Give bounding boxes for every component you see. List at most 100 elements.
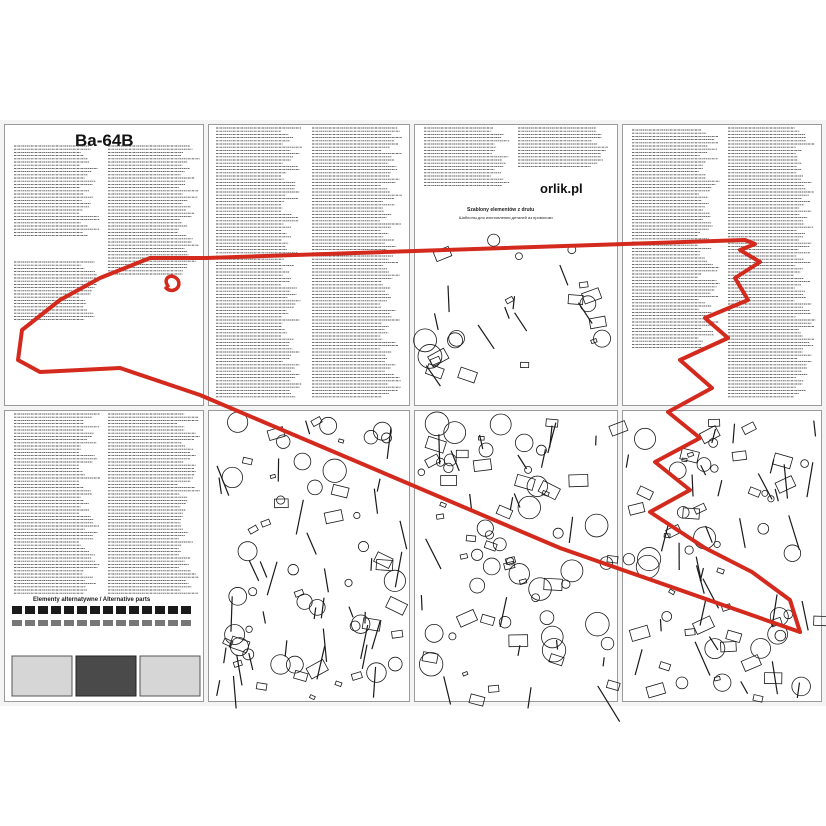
part-sketch — [313, 607, 317, 620]
brand-label: orlik.pl — [540, 181, 583, 196]
alt-part-swatch — [103, 606, 113, 614]
part-sketch — [679, 447, 700, 464]
alternative-parts-heading: Elementy alternatywne / Alternative part… — [33, 597, 151, 603]
part-sketch — [524, 465, 533, 474]
part-sketch — [330, 483, 350, 499]
part-sketch — [581, 287, 603, 305]
part-sketch — [699, 599, 707, 626]
part-sketch — [361, 644, 368, 669]
part-sketch — [323, 568, 329, 593]
page-2 — [208, 124, 410, 406]
part-sketch — [465, 534, 477, 543]
part-sketch — [461, 671, 469, 677]
part-sketch — [479, 434, 484, 450]
part-sketch — [625, 454, 630, 468]
part-sketch — [487, 684, 500, 693]
part-sketch — [385, 595, 409, 616]
part-sketch — [708, 438, 719, 448]
part-sketch — [645, 682, 667, 699]
part-sketch — [659, 619, 662, 632]
part-sketch — [245, 625, 253, 633]
part-sketch — [628, 624, 651, 642]
part-sketch — [661, 611, 673, 622]
part-sketch — [457, 366, 478, 384]
part-sketch — [259, 561, 268, 578]
part-sketch — [634, 649, 643, 676]
part-sketch — [370, 558, 373, 571]
part-sketch — [608, 420, 629, 437]
part-sketch — [383, 569, 406, 592]
part-sketch — [443, 462, 454, 474]
part-sketch — [425, 538, 442, 570]
part-sketch — [440, 475, 457, 486]
part-sketch — [800, 459, 809, 468]
part-sketch — [698, 425, 721, 445]
part-sketch — [757, 473, 773, 500]
part-sketch — [675, 676, 689, 690]
part-sketch — [547, 422, 557, 454]
part-sketch — [230, 596, 233, 632]
part-sketch — [771, 452, 794, 470]
part-sketch — [305, 420, 311, 435]
part-sketch — [357, 541, 369, 552]
part-sketch — [276, 434, 291, 449]
red-stroke-loop — [164, 274, 181, 293]
part-sketch — [361, 617, 382, 632]
part-sketch — [696, 457, 712, 472]
part-sketch — [221, 466, 243, 489]
part-sketch — [484, 530, 494, 540]
alt-part-swatch — [181, 620, 191, 626]
part-sketch — [684, 628, 696, 637]
part-sketch — [527, 687, 532, 709]
part-sketch — [350, 671, 363, 681]
part-sketch — [509, 497, 514, 511]
part-sketch — [478, 442, 494, 458]
part-sketch — [334, 680, 343, 688]
part-sketch — [371, 620, 381, 650]
part-sketch — [248, 652, 254, 671]
part-sketch — [436, 457, 445, 467]
part-sketch — [508, 563, 530, 585]
part-sketch — [515, 252, 523, 261]
part-sketch — [514, 312, 528, 332]
part-sketch — [424, 435, 447, 454]
part-sketch — [363, 430, 379, 445]
part-sketch — [477, 324, 495, 350]
part-sketch — [373, 488, 379, 514]
part-sketch — [471, 548, 484, 561]
alt-part-swatch — [38, 620, 48, 626]
part-sketch — [568, 473, 589, 488]
part-sketch — [260, 518, 272, 528]
part-sketch — [517, 645, 521, 656]
part-sketch — [731, 450, 748, 462]
alt-part-swatch — [181, 606, 191, 614]
page-5: Elementy alternatywne / Alternative part… — [4, 410, 204, 702]
part-sketch — [228, 587, 248, 606]
part-sketch — [767, 495, 775, 503]
part-sketch — [270, 654, 291, 675]
page-3: orlik.pl Szablony elementów z drutu Шабл… — [414, 124, 618, 406]
part-sketch — [353, 511, 361, 520]
red-stroke-wave — [204, 238, 802, 634]
part-sketch — [548, 653, 565, 667]
part-sketch — [381, 432, 392, 444]
alt-part-swatch — [90, 606, 100, 614]
alt-part-swatch — [142, 620, 152, 626]
part-sketch — [514, 433, 534, 453]
part-sketch — [438, 434, 441, 465]
part-sketch — [720, 641, 737, 653]
part-sketch — [348, 606, 354, 618]
alt-part-swatch — [129, 606, 139, 614]
part-sketch — [700, 465, 707, 476]
part-sketch — [483, 540, 498, 552]
alt-part-swatch — [12, 606, 22, 614]
alt-part-swatch — [90, 620, 100, 626]
part-sketch — [622, 553, 636, 566]
part-sketch — [487, 233, 501, 247]
part-sketch — [276, 495, 286, 505]
part-sketch — [424, 453, 442, 469]
legend-box — [75, 655, 137, 697]
part-sketch — [813, 420, 817, 437]
part-sketch — [424, 623, 444, 643]
part-sketch — [761, 489, 769, 497]
